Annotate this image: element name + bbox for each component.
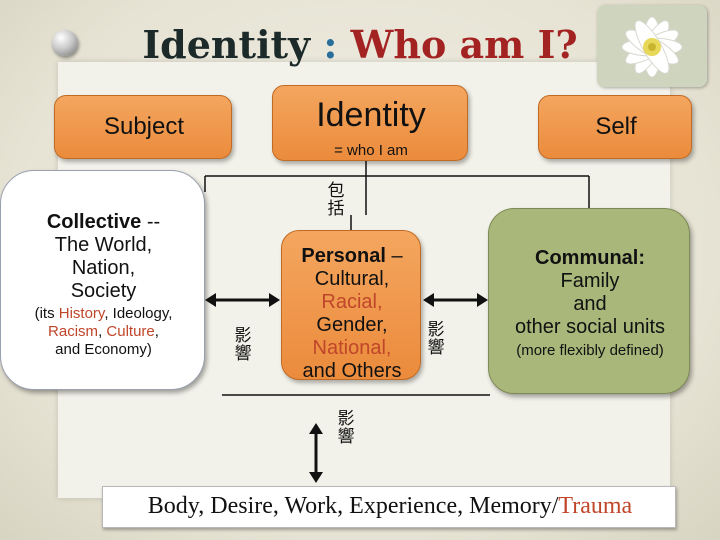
- personal-heading-rest: –: [385, 245, 403, 267]
- influence-right-char-bottom: 響: [427, 338, 445, 357]
- slide-title: Identity : Who am I?: [0, 22, 720, 67]
- personal-line-5: and Others: [302, 360, 402, 382]
- collective-paren-open: (its: [34, 305, 59, 322]
- collective-line-1: The World,: [54, 234, 153, 256]
- communal-line-1: Family: [560, 270, 620, 292]
- collective-comma-1: , Ideology,: [104, 305, 173, 322]
- collective-history: History: [58, 305, 105, 322]
- influence-bottom-char-top: 影: [337, 409, 355, 428]
- subject-box: Subject: [54, 95, 232, 159]
- collective-heading-bold: Collective: [46, 211, 142, 233]
- influence-left-char-bottom: 響: [234, 344, 252, 363]
- communal-heading: Communal:: [535, 247, 645, 269]
- collective-detail-1: (its History, Ideology,: [1, 305, 206, 323]
- collective-detail-2: Racism, Culture,: [1, 323, 206, 341]
- pushpin-icon: [52, 30, 78, 56]
- collective-detail-3: and Economy): [55, 341, 152, 358]
- influence-label-bottom: 影 響: [337, 410, 355, 446]
- personal-line-3: Gender,: [316, 314, 388, 336]
- collective-comma-3: ,: [154, 323, 159, 340]
- personal-national: National,: [312, 337, 392, 359]
- identity-box: Identity = who I am: [272, 85, 468, 161]
- double-arrow-right: [423, 293, 488, 307]
- identity-label: Identity: [316, 96, 426, 134]
- body-factors-text: Body, Desire, Work, Experience, Memory/T…: [103, 493, 677, 520]
- collective-box: Collective -- The World, Nation, Society…: [0, 170, 205, 390]
- title-main: Identity: [142, 22, 311, 67]
- influence-left-char-top: 影: [234, 326, 252, 345]
- collective-heading-rest: --: [141, 211, 161, 233]
- communal-box: Communal: Family and other social units …: [488, 208, 690, 394]
- body-factors-trauma: Trauma: [558, 493, 633, 519]
- influence-label-right: 影 響: [427, 321, 445, 357]
- collective-line-2: Nation,: [71, 257, 136, 279]
- include-label: 包 括: [327, 182, 345, 218]
- self-label: Self: [595, 113, 637, 140]
- collective-line-3: Society: [70, 280, 137, 302]
- double-arrow-vertical: [309, 423, 323, 483]
- collective-culture: Culture: [106, 323, 155, 340]
- identity-sublabel: = who I am: [334, 142, 408, 159]
- subject-label: Subject: [103, 113, 185, 140]
- flower-image: [597, 5, 707, 87]
- communal-line-2: and: [573, 293, 607, 315]
- communal-line-3: other social units: [514, 316, 666, 338]
- double-arrow-left: [205, 293, 280, 307]
- personal-box: Personal – Cultural, Racial, Gender, Nat…: [281, 230, 422, 382]
- influence-label-left: 影 響: [234, 327, 252, 363]
- self-box: Self: [538, 95, 692, 159]
- title-colon: :: [310, 22, 351, 67]
- collective-comma-2: ,: [98, 323, 107, 340]
- body-factors-main: Body, Desire, Work, Experience, Memory/: [147, 493, 559, 519]
- influence-bottom-char-bottom: 響: [337, 427, 355, 446]
- collective-racism: Racism: [48, 323, 99, 340]
- include-char-top: 包: [327, 181, 345, 200]
- influence-right-char-top: 影: [427, 320, 445, 339]
- body-factors-box: Body, Desire, Work, Experience, Memory/T…: [102, 486, 676, 528]
- personal-heading: Personal –: [282, 245, 422, 268]
- personal-line-1: Cultural,: [314, 268, 390, 290]
- personal-racial: Racial,: [321, 291, 383, 313]
- communal-note: (more flexibly defined): [516, 342, 664, 359]
- personal-heading-bold: Personal: [301, 245, 386, 267]
- collective-heading: Collective --: [1, 211, 206, 234]
- include-char-bottom: 括: [327, 199, 345, 218]
- title-question: Who am I?: [350, 22, 578, 67]
